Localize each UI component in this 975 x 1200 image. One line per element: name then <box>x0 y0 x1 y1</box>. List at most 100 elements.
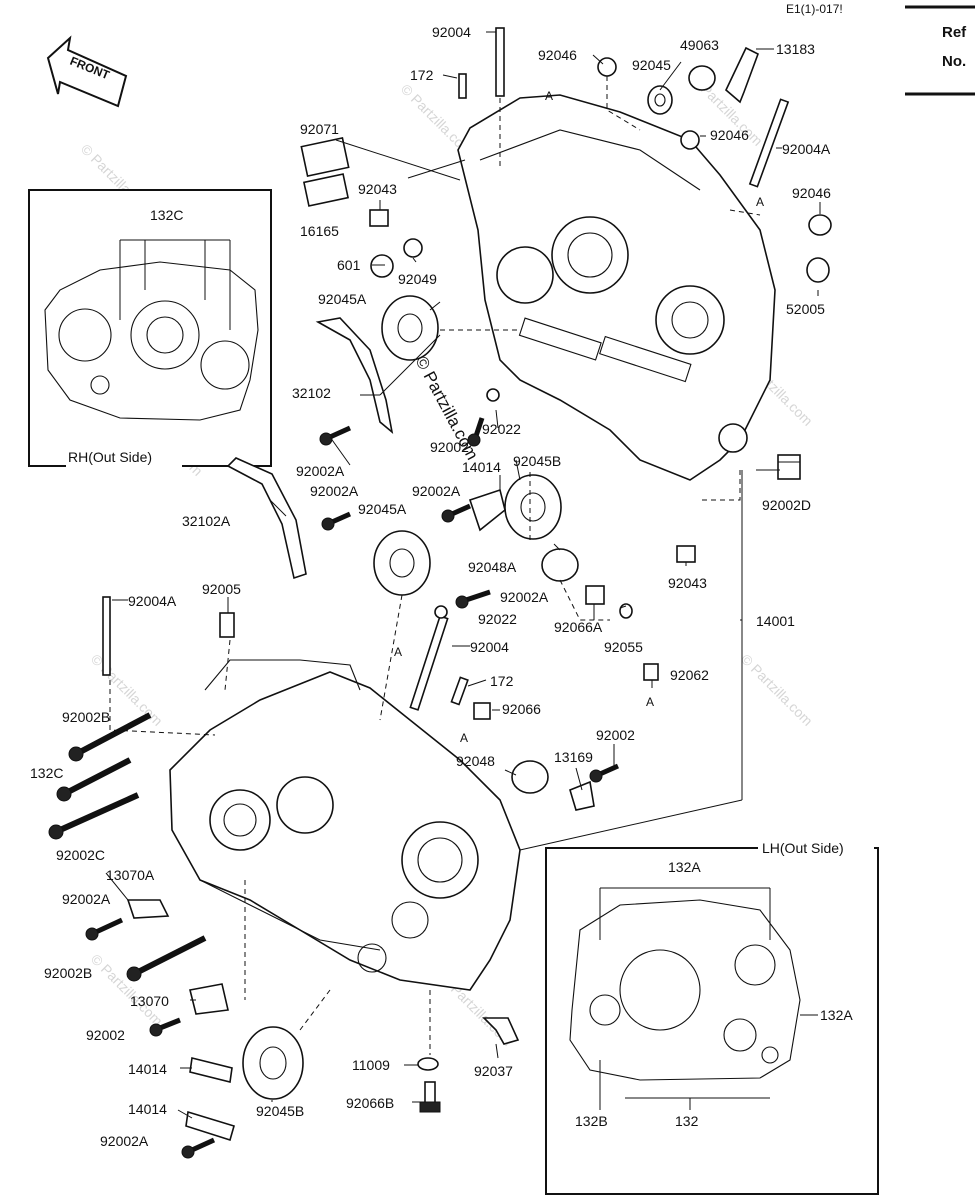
dowel-92043-lower <box>676 545 696 563</box>
bolt-92002d <box>777 454 801 480</box>
label-92045-top: 92045 <box>632 57 671 73</box>
lh-bore-3 <box>589 994 621 1026</box>
label-92002a-c: 92002A <box>412 483 461 499</box>
bushing-92046-mid <box>680 130 700 150</box>
bolt-92002-right <box>589 763 620 783</box>
pin-92066 <box>473 702 491 720</box>
lower-case-outline <box>169 671 521 991</box>
seal-92048a <box>541 548 579 582</box>
label-49063: 49063 <box>680 37 719 53</box>
label-92046-right: 92046 <box>792 185 831 201</box>
dowel-92043-upper <box>369 209 389 227</box>
lh-bore-5 <box>761 1046 779 1064</box>
pin-92062 <box>643 663 659 681</box>
bolt-92002a-a <box>319 425 352 446</box>
rh-inset-title: RH(Out Side) <box>68 449 152 465</box>
label-132c-inset: 132C <box>150 207 183 223</box>
label-14014-a: 14014 <box>128 1061 167 1077</box>
stud-92004a-right <box>748 98 790 188</box>
ref-a-5: A <box>460 731 468 745</box>
lower-bore-5 <box>357 943 387 973</box>
leader-lines <box>105 31 821 1119</box>
pin-92005 <box>219 612 235 638</box>
gasket-92071 <box>300 137 350 177</box>
plate-14014-center <box>468 488 506 532</box>
bolt-92002a-e <box>85 917 124 941</box>
upper-rib-2 <box>599 335 692 383</box>
label-92037: 92037 <box>474 1063 513 1079</box>
ref-a-3: A <box>394 645 402 659</box>
label-92066: 92066 <box>502 701 541 717</box>
label-92066a: 92066A <box>554 619 603 635</box>
lower-case-top <box>204 659 361 691</box>
ref-header-line2: No. <box>942 53 967 70</box>
bolt-92002a-c <box>441 503 472 523</box>
label-13070a: 13070A <box>106 867 155 883</box>
label-132: 132 <box>675 1113 699 1129</box>
lh-bore-2 <box>734 944 776 986</box>
front-arrow-icon: FRONT <box>46 35 128 108</box>
upper-crankcase-half <box>457 94 776 481</box>
washer-92022-lower <box>434 605 448 619</box>
lh-bore-4 <box>723 1018 757 1052</box>
pin-92066a <box>585 585 605 605</box>
ref-a-4: A <box>646 695 654 709</box>
upper-bore-main <box>551 216 629 294</box>
lh-inset-frame <box>545 847 879 1195</box>
upper-flange <box>479 129 701 191</box>
bracket-92037 <box>482 1017 520 1045</box>
label-92055: 92055 <box>604 639 643 655</box>
upper-rib-1 <box>518 317 602 361</box>
bolt-92002a-b <box>321 511 352 531</box>
bolt-92002a-d <box>455 589 491 609</box>
label-92046-top: 92046 <box>538 47 577 63</box>
ring-92049 <box>403 238 423 258</box>
upper-boss <box>718 423 748 453</box>
washer-92022-upper <box>486 388 500 402</box>
label-92022-lower: 92022 <box>478 611 517 627</box>
element-16165 <box>302 173 350 207</box>
plate-13070 <box>189 983 229 1015</box>
label-92004-mid: 92004 <box>470 639 509 655</box>
label-132a-top: 132A <box>668 859 701 875</box>
label-92071: 92071 <box>300 121 339 137</box>
label-92002b-b: 92002B <box>44 965 92 981</box>
bearing-92045b-center <box>504 474 562 540</box>
label-14014-b: 14014 <box>128 1101 167 1117</box>
label-92002a-d: 92002A <box>500 589 549 605</box>
ref-a-2: A <box>756 195 764 209</box>
label-92002d: 92002D <box>762 497 811 513</box>
label-92045a-lower: 92045A <box>358 501 407 517</box>
upper-bore-main-inner <box>567 232 613 278</box>
plate-14014-a <box>189 1057 233 1083</box>
label-92049: 92049 <box>398 271 437 287</box>
rh-bore-3 <box>200 340 250 390</box>
bearing-92045a-lower <box>373 530 431 596</box>
lh-inset-title: LH(Out Side) <box>762 840 844 856</box>
bearing-92045b-lower <box>242 1026 304 1100</box>
bolt-92002-lower <box>149 1017 181 1037</box>
lower-bore-3-inner <box>417 837 463 883</box>
label-92043-upper: 92043 <box>358 181 397 197</box>
rh-bore-4 <box>90 375 110 395</box>
seal-92048 <box>511 760 549 794</box>
seal-52005 <box>806 257 830 283</box>
label-132c-lower: 132C <box>30 765 63 781</box>
upper-bore-right <box>655 285 725 355</box>
ref-header-line1: Ref <box>942 24 967 41</box>
label-14001: 14001 <box>756 613 795 629</box>
small-parts <box>48 27 832 1159</box>
ref-no-header: Ref No. <box>942 24 966 70</box>
diagram-code: E1(1)-017! <box>786 2 843 16</box>
rh-inset-frame <box>28 189 272 467</box>
stud-92004a-left <box>102 596 111 676</box>
stud-172-mid <box>450 676 469 706</box>
label-92002c: 92002C <box>56 847 105 863</box>
label-11009: 11009 <box>352 1057 390 1073</box>
part-labels: 92004 92046 49063 13183 172 92045 92071 … <box>30 24 831 1149</box>
hose-32102a <box>226 457 307 580</box>
assembly-dashed-lines <box>109 76 761 1055</box>
label-92045b-center: 92045B <box>513 453 561 469</box>
lh-bore-1 <box>619 949 701 1031</box>
